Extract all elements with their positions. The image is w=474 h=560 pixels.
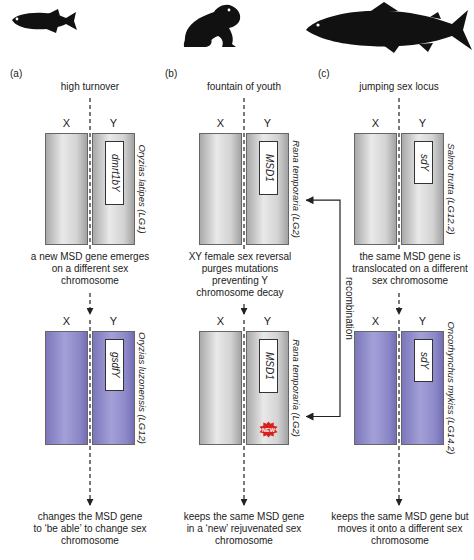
- fish-fin: [383, 45, 399, 53]
- new-badge: NEW: [259, 421, 278, 438]
- fish-body: [12, 12, 77, 30]
- gene-name: MSD1: [263, 352, 275, 380]
- gene-name: sdY: [418, 352, 430, 369]
- frog-silhouette: [184, 5, 240, 47]
- species-name: Rana temporaria (LG2): [291, 339, 302, 437]
- panel-heading: (a): [10, 68, 22, 80]
- species-name: Oryzias latipes (LG1): [137, 144, 148, 233]
- dashed-arrow: [243, 320, 244, 505]
- chromosome-name: X: [200, 315, 241, 328]
- fish-fin: [368, 2, 398, 13]
- description-text: changes the MSD gene to ‘be able’ to cha…: [33, 511, 147, 547]
- panel-heading: (c): [318, 68, 330, 80]
- chromosome: X: [354, 331, 397, 445]
- chromosome-name: Y: [402, 117, 443, 130]
- chromosome-name: X: [200, 117, 241, 130]
- chromosome: YOryzias luzonensis (LG12)gsdfY: [92, 331, 135, 445]
- gene-box: sdY: [414, 339, 433, 382]
- species-name: Oryzias luzonensis (LG12): [137, 332, 148, 444]
- description-text: a new MSD gene emerges on a different se…: [25, 251, 155, 287]
- badge-text: NEW: [259, 421, 278, 438]
- chromosome: X: [199, 331, 242, 445]
- trout-silhouette: [306, 2, 472, 53]
- chromosome: YOncorhynchus mykiss (LG14.2)sdY: [401, 331, 444, 445]
- edge-label: recombination: [343, 277, 355, 340]
- dashed-arrow: [243, 304, 244, 314]
- fish-fin: [430, 12, 441, 19]
- chromosome: X: [45, 133, 88, 245]
- chromosome-name: Y: [402, 315, 443, 328]
- chromosome: X: [45, 331, 88, 445]
- description-text: XY female sex reversal purges mutations …: [184, 251, 296, 299]
- gene-box: dmrt1bY: [105, 141, 124, 205]
- panel-heading: jumping sex locus: [334, 81, 464, 93]
- chromosome: YRana temporaria (LG2)MSD1NEW: [246, 331, 289, 445]
- gene-name: gsdfY: [109, 352, 121, 378]
- dashed-arrow: [398, 320, 399, 505]
- frog-eye: [228, 9, 231, 12]
- badge-star: [259, 421, 277, 437]
- chromosome-name: Y: [93, 315, 134, 328]
- chromosome: X: [199, 133, 242, 245]
- frog-leg: [184, 33, 212, 47]
- chromosome-name: Y: [247, 117, 288, 130]
- chromosome-name: Y: [93, 117, 134, 130]
- dashed-arrow: [398, 293, 399, 314]
- description-text: keeps the same MSD gene but moves it ont…: [326, 511, 474, 547]
- species-name: Rana temporaria (LG2): [291, 140, 302, 238]
- fish-eye: [316, 23, 319, 26]
- dashed-arrow: [89, 293, 90, 314]
- species-name: Salmo trutta (LG12.2): [446, 143, 457, 234]
- gene-name: dmrt1bY: [109, 154, 121, 192]
- panel-heading: (b): [165, 68, 177, 80]
- fish-fin: [44, 26, 58, 33]
- dashed-line: [243, 98, 244, 249]
- recombination-arrow: [306, 200, 340, 416]
- fish-fin: [419, 43, 433, 52]
- medaka-silhouette: [12, 9, 77, 33]
- gene-box: MSD1: [259, 339, 278, 393]
- dashed-line: [398, 98, 399, 249]
- gene-name: MSD1: [263, 154, 275, 182]
- chromosome-name: Y: [247, 315, 288, 328]
- chromosome: YOryzias latipes (LG1)dmrt1bY: [92, 133, 135, 245]
- chromosome-name: X: [46, 117, 87, 130]
- fish-body: [306, 10, 472, 50]
- fish-fin: [48, 9, 60, 16]
- gene-name: sdY: [418, 154, 430, 171]
- panel-heading: high turnover: [25, 81, 155, 93]
- dashed-arrows: [90, 98, 399, 505]
- gene-box: MSD1: [259, 141, 278, 195]
- gene-box: gsdfY: [105, 339, 124, 391]
- panel-heading: fountain of youth: [179, 81, 309, 93]
- chromosome-name: X: [355, 117, 396, 130]
- species-name: Oncorhynchus mykiss (LG14.2): [446, 321, 457, 454]
- chromosome: YRana temporaria (LG2)MSD1: [246, 133, 289, 245]
- dashed-arrow: [89, 320, 90, 505]
- gene-box: sdY: [414, 141, 433, 184]
- description-text: keeps the same MSD gene in a ‘new’ rejuv…: [182, 511, 306, 547]
- chromosome-name: X: [46, 315, 87, 328]
- fish-eye: [16, 18, 19, 21]
- chromosome: YSalmo trutta (LG12.2)sdY: [401, 133, 444, 245]
- dashed-line: [89, 98, 90, 249]
- chromosome-name: X: [355, 315, 396, 328]
- chromosome: X: [354, 133, 397, 245]
- description-text: the same MSD gene is translocated on a d…: [348, 251, 473, 287]
